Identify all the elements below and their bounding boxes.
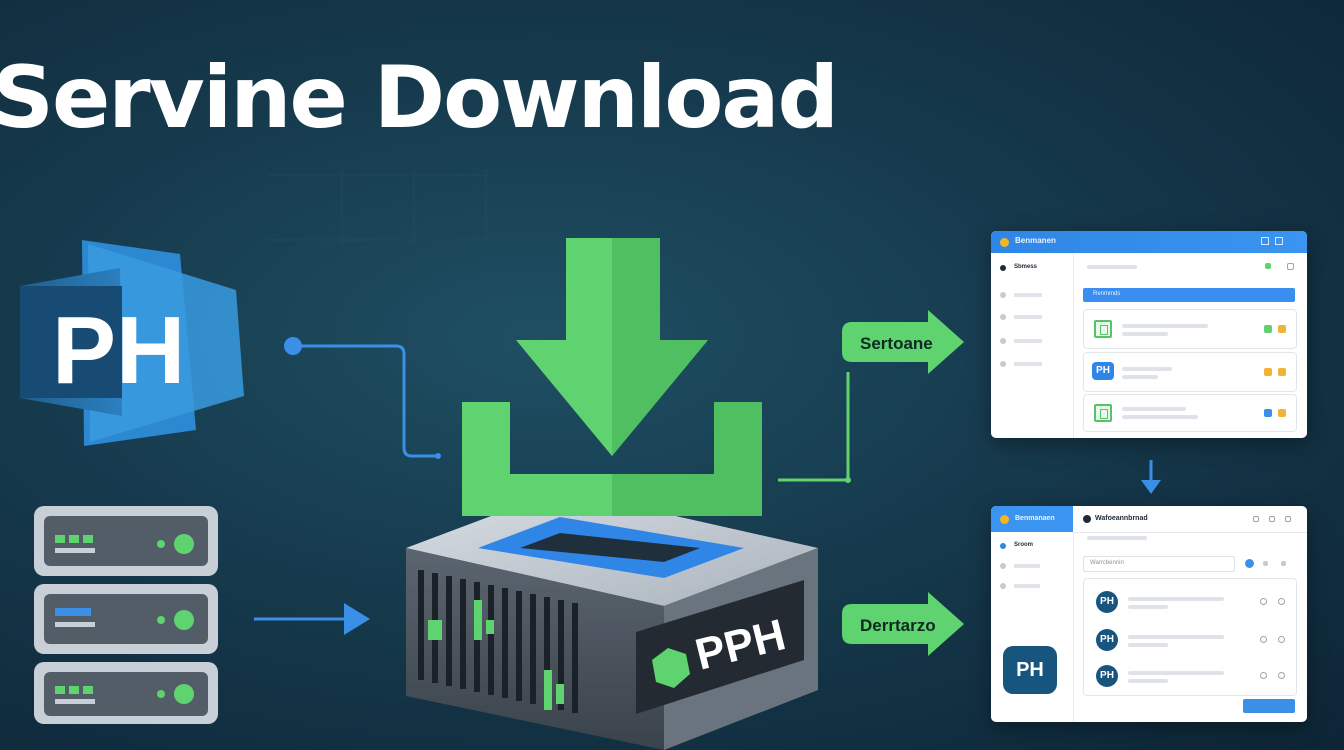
- ph-logo-text: PH: [52, 297, 185, 404]
- search-placeholder: Warrcbennin: [1090, 560, 1124, 566]
- ph-icon: PH: [1096, 591, 1118, 613]
- list-item[interactable]: [1083, 394, 1297, 432]
- document-icon: [1094, 404, 1112, 422]
- list-item[interactable]: PH: [1084, 663, 1296, 689]
- app-window-top: Benmanen Sbmess Renmmds PH: [991, 231, 1307, 438]
- search-input[interactable]: Warrcbennin: [1083, 556, 1235, 572]
- app-window-bottom: Benmanaen Wafoeannbrnad Sroom PH Warrcbe…: [991, 506, 1307, 722]
- connector-ph-to-download: [293, 344, 438, 458]
- ph-icon: PH: [1096, 629, 1118, 651]
- download-arrow-icon: [462, 238, 762, 516]
- close-icon[interactable]: [1285, 516, 1291, 522]
- window-titlebar: Benmanen: [991, 231, 1307, 253]
- ph-icon: PH: [1092, 362, 1114, 380]
- flow-label-1: Sertoane: [860, 334, 933, 353]
- view-icon[interactable]: [1281, 561, 1286, 566]
- arrow-rack-to-server: [254, 603, 370, 635]
- sidebar: Sbmess: [991, 253, 1074, 438]
- maximize-icon[interactable]: [1275, 237, 1283, 245]
- maximize-icon[interactable]: [1269, 516, 1275, 522]
- minimize-icon[interactable]: [1261, 237, 1269, 245]
- sort-icon[interactable]: [1263, 561, 1268, 566]
- header-title: Wafoeannbrnad: [1095, 515, 1148, 522]
- hexagon-icon: [652, 648, 690, 688]
- background-grid: [268, 170, 490, 245]
- window-header: Wafoeannbrnad: [1073, 506, 1307, 533]
- toolbar-icon[interactable]: [1287, 263, 1294, 270]
- primary-button[interactable]: [1243, 699, 1295, 713]
- ph-logo-icon: [20, 240, 244, 446]
- window-titlebar: Benmanaen: [991, 506, 1073, 532]
- app-icon: [1000, 238, 1009, 247]
- window-title: Benmanen: [1015, 236, 1056, 245]
- list-item[interactable]: PH: [1083, 352, 1297, 392]
- search-button[interactable]: Renmmds: [1083, 288, 1295, 302]
- ph-icon: PH: [1096, 665, 1118, 687]
- toolbar-placeholder: [1087, 265, 1137, 269]
- list-item[interactable]: PH: [1084, 589, 1296, 615]
- toolbar-icon[interactable]: [1265, 263, 1271, 269]
- window-title: Benmanaen: [1015, 515, 1055, 522]
- sidebar: Sroom PH: [991, 532, 1074, 722]
- avatar: [1083, 515, 1091, 523]
- document-icon: [1094, 320, 1112, 338]
- flow-arrow-1: [842, 310, 964, 374]
- app-icon: [1000, 515, 1009, 524]
- list-item[interactable]: PH: [1084, 627, 1296, 653]
- search-button-label: Renmmds: [1093, 291, 1121, 297]
- ph-logo-icon: PH: [1003, 646, 1057, 694]
- filter-placeholder: [1087, 536, 1147, 540]
- list-item[interactable]: [1083, 309, 1297, 349]
- minimize-icon[interactable]: [1253, 516, 1259, 522]
- filter-icon[interactable]: [1245, 559, 1254, 568]
- flow-arrow-2: [842, 592, 964, 656]
- server-rack-icon: [34, 506, 218, 724]
- connector-download-to-windows: [778, 372, 850, 482]
- flow-label-2: Derrtarzo: [860, 616, 936, 635]
- list-container: PH PH PH: [1083, 578, 1297, 696]
- arrow-down-icon: [1141, 460, 1161, 494]
- server-box: [406, 490, 818, 750]
- page-title: Servine Download: [0, 48, 839, 148]
